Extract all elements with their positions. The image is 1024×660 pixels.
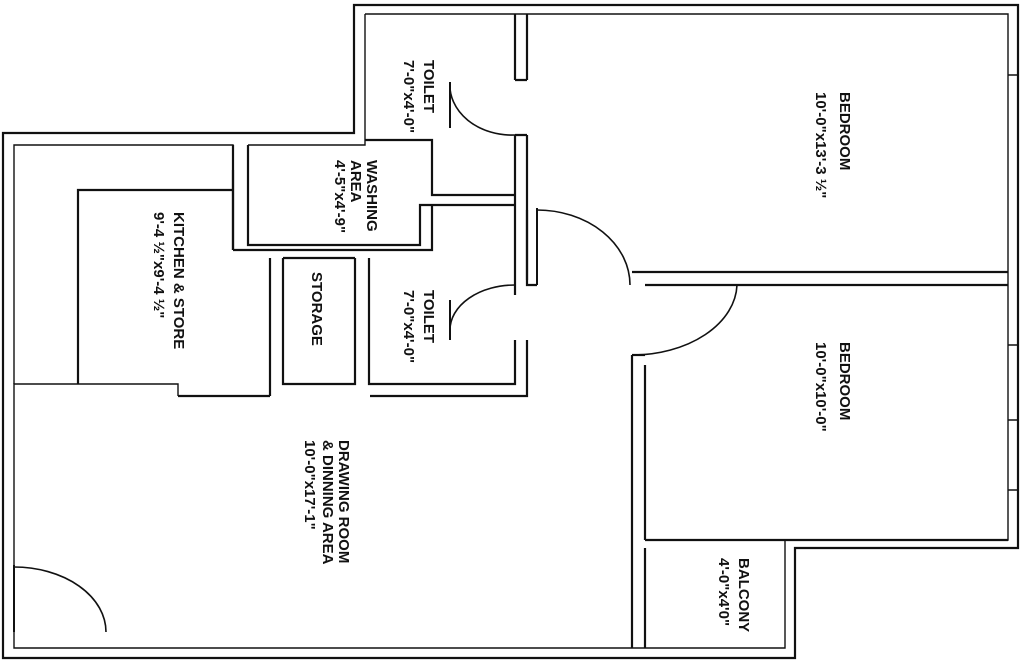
toilet-top-name: TOILET [420, 60, 437, 113]
washing-size: 4'-5"x4'-9" [331, 160, 348, 233]
drawing-name-1: DRAWING ROOM [335, 440, 352, 563]
storage-name: STORAGE [308, 272, 325, 346]
drawing-size: 10'-0"x17'-1" [301, 440, 318, 530]
toilet-mid-size: 7'-0"x4'-0" [400, 290, 417, 363]
bedroom-1-name: BEDROOM [836, 92, 853, 170]
windows [1008, 74, 1018, 491]
bedroom-2-size: 10'-0"x10'-0" [812, 342, 829, 432]
balcony-size: 4'-0"x4'0" [715, 558, 732, 626]
washing-name-1: WASHING [363, 160, 380, 232]
internal-walls [76, 14, 1008, 648]
toilet-mid-name: TOILET [420, 290, 437, 343]
doors [13, 81, 738, 633]
washing-name-2: AREA [347, 160, 364, 203]
kitchen-size: 9'-4 ½"x9'-4 ½" [150, 212, 167, 318]
balcony-name: BALCONY [735, 558, 752, 632]
kitchen-name: KITCHEN & STORE [170, 212, 187, 349]
toilet-top-size: 7'-0"x4'-0" [400, 60, 417, 133]
room-labels: TOILET 7'-0"x4'-0" BEDROOM 10'-0"x13'-3 … [150, 60, 853, 632]
bedroom-1-size: 10'-0"x13'-3 ½" [812, 92, 829, 198]
drawing-name-2: & DINNING AREA [319, 440, 336, 565]
outer-walls [1, 3, 1020, 660]
bedroom-2-name: BEDROOM [836, 342, 853, 420]
